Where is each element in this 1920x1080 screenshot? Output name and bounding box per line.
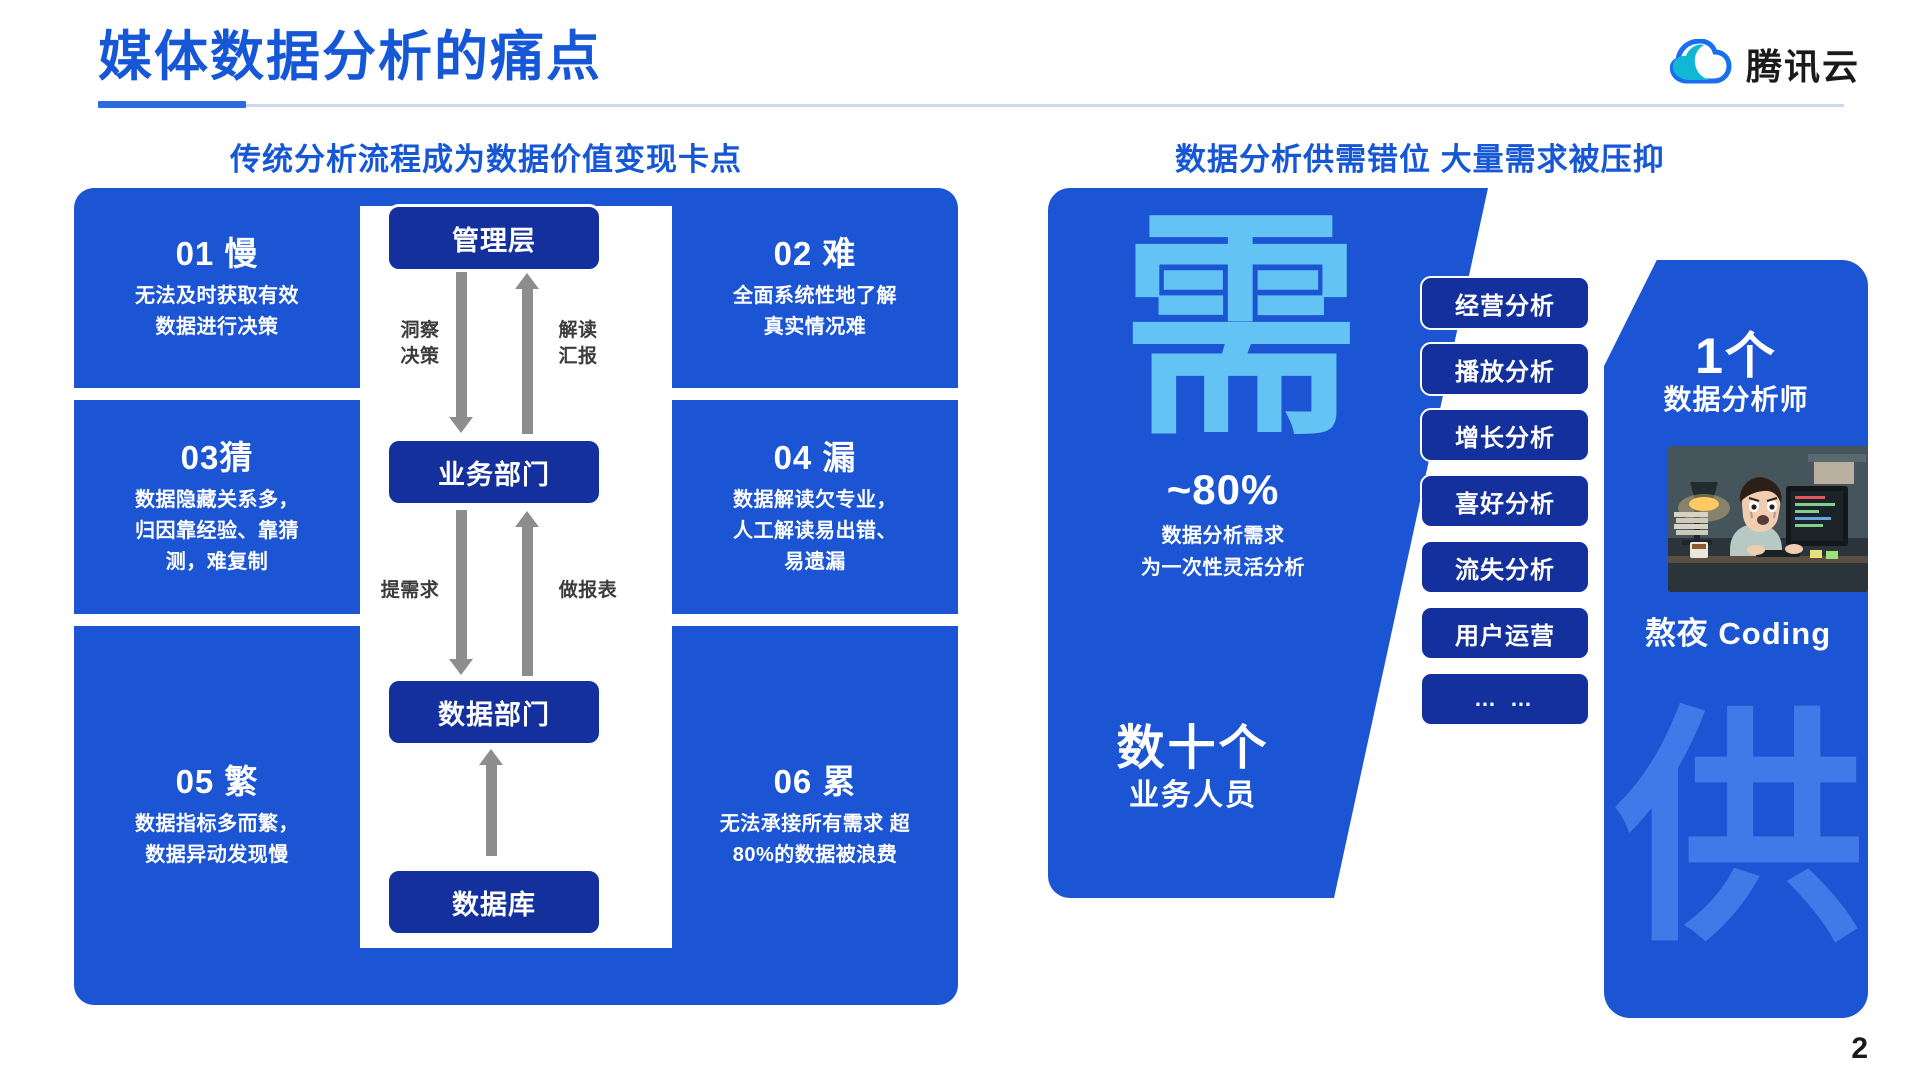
demand-glyph: 需 bbox=[1120, 194, 1361, 462]
tag-operation-analysis[interactable]: 经营分析 bbox=[1420, 276, 1590, 330]
flow-arrow-up-top bbox=[515, 273, 539, 434]
flow-label-insight-decision: 洞察决策 bbox=[400, 320, 440, 367]
workflow-diagram: 管理层 业务部门 数据部门 数据库 洞察决策 解读汇报 提需求 做报表 bbox=[360, 188, 672, 1005]
pain-point-cell-03: 03猜 数据隐藏关系多，归因靠经验、靠猜测，难复制 bbox=[74, 400, 360, 614]
tag-growth-analysis[interactable]: 增长分析 bbox=[1420, 408, 1590, 462]
coding-caption: 熬夜 Coding bbox=[1644, 616, 1832, 651]
flow-arrow-up-bottom bbox=[515, 511, 539, 676]
right-section-heading: 数据分析供需错位 大量需求被压抑 bbox=[1175, 142, 1665, 177]
demand-percent: ~80% bbox=[1166, 466, 1280, 513]
supply-demand-panel: 需 ~80% 数据分析需求为一次性灵活分析 数十个 业务人员 经营分析 播放分析… bbox=[1048, 188, 1868, 1018]
analysis-tag-list: 经营分析 播放分析 增长分析 喜好分析 流失分析 用户运营 … … bbox=[1420, 276, 1595, 738]
pain-point-number: 04 漏 bbox=[773, 438, 857, 476]
business-people-count: 数十个 bbox=[1116, 722, 1270, 775]
pain-point-cell-01: 01 慢 无法及时获取有效数据进行决策 bbox=[74, 188, 360, 388]
pain-point-cell-04: 04 漏 数据解读欠专业，人工解读易出错、易遗漏 bbox=[672, 400, 958, 614]
panel-bottom-strip bbox=[360, 948, 672, 1005]
page-title: 媒体数据分析的痛点 bbox=[98, 27, 602, 87]
pain-point-desc: 数据隐藏关系多，归因靠经验、靠猜测，难复制 bbox=[135, 488, 299, 573]
flow-arrow-down-top bbox=[449, 272, 473, 433]
tag-playback-analysis[interactable]: 播放分析 bbox=[1420, 342, 1590, 396]
flow-node-data-team: 数据部门 bbox=[386, 678, 602, 746]
page-header: 媒体数据分析的痛点 腾讯云 bbox=[0, 0, 1920, 115]
title-divider bbox=[98, 104, 1844, 107]
supply-block: 供 bbox=[1604, 260, 1868, 1018]
flow-label-interpret-report: 解读汇报 bbox=[558, 320, 598, 367]
tag-more-ellipsis[interactable]: … … bbox=[1420, 672, 1590, 726]
panel-top-strip bbox=[360, 188, 672, 206]
supply-glyph: 供 bbox=[1615, 691, 1865, 970]
pain-point-desc: 全面系统性地了解真实情况难 bbox=[733, 285, 897, 338]
pain-point-cell-02: 02 难 全面系统性地了解真实情况难 bbox=[672, 188, 958, 388]
tired-analyst-illustration bbox=[1668, 446, 1868, 592]
pain-point-desc: 无法及时获取有效数据进行决策 bbox=[135, 285, 299, 338]
pain-point-number: 02 难 bbox=[773, 235, 857, 272]
pain-point-number: 03猜 bbox=[180, 438, 254, 476]
pain-point-number: 01 慢 bbox=[175, 235, 259, 272]
pain-point-desc: 数据解读欠专业，人工解读易出错、易遗漏 bbox=[733, 488, 897, 573]
flow-node-business: 业务部门 bbox=[386, 438, 602, 506]
flow-label-make-report: 做报表 bbox=[558, 580, 618, 601]
pain-point-cell-05: 05 繁 数据指标多而繁，数据异动发现慢 bbox=[74, 626, 360, 1005]
demand-percent-sub: 数据分析需求为一次性灵活分析 bbox=[1141, 525, 1305, 579]
left-section-heading: 传统分析流程成为数据价值变现卡点 bbox=[230, 142, 742, 177]
tag-user-operation[interactable]: 用户运营 bbox=[1420, 606, 1590, 660]
pain-point-desc: 数据指标多而繁，数据异动发现慢 bbox=[135, 812, 299, 866]
pain-points-panel: 01 慢 无法及时获取有效数据进行决策 02 难 全面系统性地了解真实情况难 0… bbox=[74, 188, 958, 1005]
tag-preference-analysis[interactable]: 喜好分析 bbox=[1420, 474, 1590, 528]
flow-label-raise-request: 提需求 bbox=[380, 580, 440, 601]
analyst-label: 数据分析师 bbox=[1663, 384, 1809, 415]
tencent-cloud-icon bbox=[1669, 37, 1732, 90]
brand-logo-text: 腾讯云 bbox=[1745, 46, 1860, 87]
tag-churn-analysis[interactable]: 流失分析 bbox=[1420, 540, 1590, 594]
pain-point-number: 05 繁 bbox=[175, 762, 259, 800]
flow-arrow-db-to-data-team bbox=[479, 749, 503, 856]
title-divider-accent bbox=[98, 101, 246, 108]
flow-arrow-down-bottom bbox=[449, 510, 473, 675]
page-number: 2 bbox=[1851, 1032, 1868, 1065]
business-people-label: 业务人员 bbox=[1129, 779, 1257, 812]
analyst-count: 1个 bbox=[1695, 328, 1777, 384]
flow-node-database: 数据库 bbox=[386, 868, 602, 936]
brand-logo: 腾讯云 bbox=[1669, 37, 1860, 90]
pain-point-number: 06 累 bbox=[773, 762, 857, 800]
flow-node-management: 管理层 bbox=[386, 204, 602, 272]
